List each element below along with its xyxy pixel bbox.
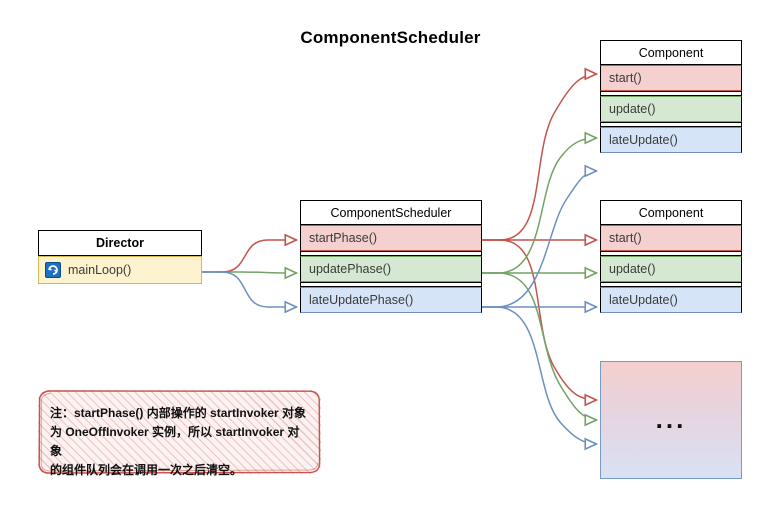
director-method-label: mainLoop(): [68, 263, 132, 277]
component-1-separator-1: [600, 91, 742, 96]
scheduler-separator-1: [300, 251, 482, 256]
director-method-mainloop[interactable]: mainLoop(): [38, 256, 202, 284]
note-line-3: 的组件队列会在调用一次之后清空。: [50, 463, 243, 477]
component-1-row-late-update[interactable]: lateUpdate(): [600, 127, 742, 153]
component-1-row-update[interactable]: update(): [600, 96, 742, 122]
link-updatephase-to-ellipsis: [482, 272, 597, 420]
scheduler-row-update-phase[interactable]: updatePhase(): [300, 256, 482, 282]
scheduler-row-start-phase[interactable]: startPhase(): [300, 225, 482, 251]
class-box-component-1[interactable]: Component start() update() lateUpdate(): [600, 40, 742, 153]
link-updatephase-to-comp1-update: [482, 138, 597, 274]
component-1-title: Component: [600, 40, 742, 65]
link-startphase-to-ellipsis: [482, 239, 597, 400]
note-border: [38, 390, 321, 474]
note-line-2: 为 OneOffInvoker 实例，所以 startInvoker 对象: [50, 425, 300, 458]
component-2-separator-1: [600, 251, 742, 256]
class-box-director[interactable]: Director mainLoop(): [38, 230, 202, 284]
component-scheduler-title: ComponentScheduler: [300, 200, 482, 225]
class-box-component-scheduler[interactable]: ComponentScheduler startPhase() updatePh…: [300, 200, 482, 313]
link-startphase-to-comp1-start: [482, 74, 597, 241]
link-mainloop-to-lateupdatephase: [202, 271, 297, 307]
page-title: ComponentScheduler: [300, 28, 481, 47]
component-1-row-start[interactable]: start(): [600, 65, 742, 91]
loop-icon: [45, 262, 61, 278]
class-box-component-2[interactable]: Component start() update() lateUpdate(): [600, 200, 742, 313]
link-mainloop-to-updatephase: [202, 272, 297, 273]
component-2-row-update[interactable]: update(): [600, 256, 742, 282]
scheduler-separator-2: [300, 282, 482, 287]
more-components-box[interactable]: ...: [600, 361, 742, 479]
ellipsis-label: ...: [655, 404, 687, 435]
note-text: 注：startPhase() 内部操作的 startInvoker 对象 为 O…: [50, 404, 311, 480]
component-2-row-late-update[interactable]: lateUpdate(): [600, 287, 742, 313]
component-2-row-start[interactable]: start(): [600, 225, 742, 251]
component-2-separator-2: [600, 282, 742, 287]
note-line-1: 注：startPhase() 内部操作的 startInvoker 对象: [50, 406, 307, 420]
note-background: [38, 390, 321, 474]
component-1-separator-2: [600, 122, 742, 127]
link-lateupdatephase-to-ellipsis: [482, 306, 597, 444]
link-lateupdatephase-to-comp1-lateupdate: [482, 171, 597, 308]
component-2-title: Component: [600, 200, 742, 225]
scheduler-row-late-update-phase[interactable]: lateUpdatePhase(): [300, 287, 482, 313]
note-box: 注：startPhase() 内部操作的 startInvoker 对象 为 O…: [38, 390, 321, 477]
director-title: Director: [38, 230, 202, 256]
link-mainloop-to-startphase: [202, 240, 297, 273]
